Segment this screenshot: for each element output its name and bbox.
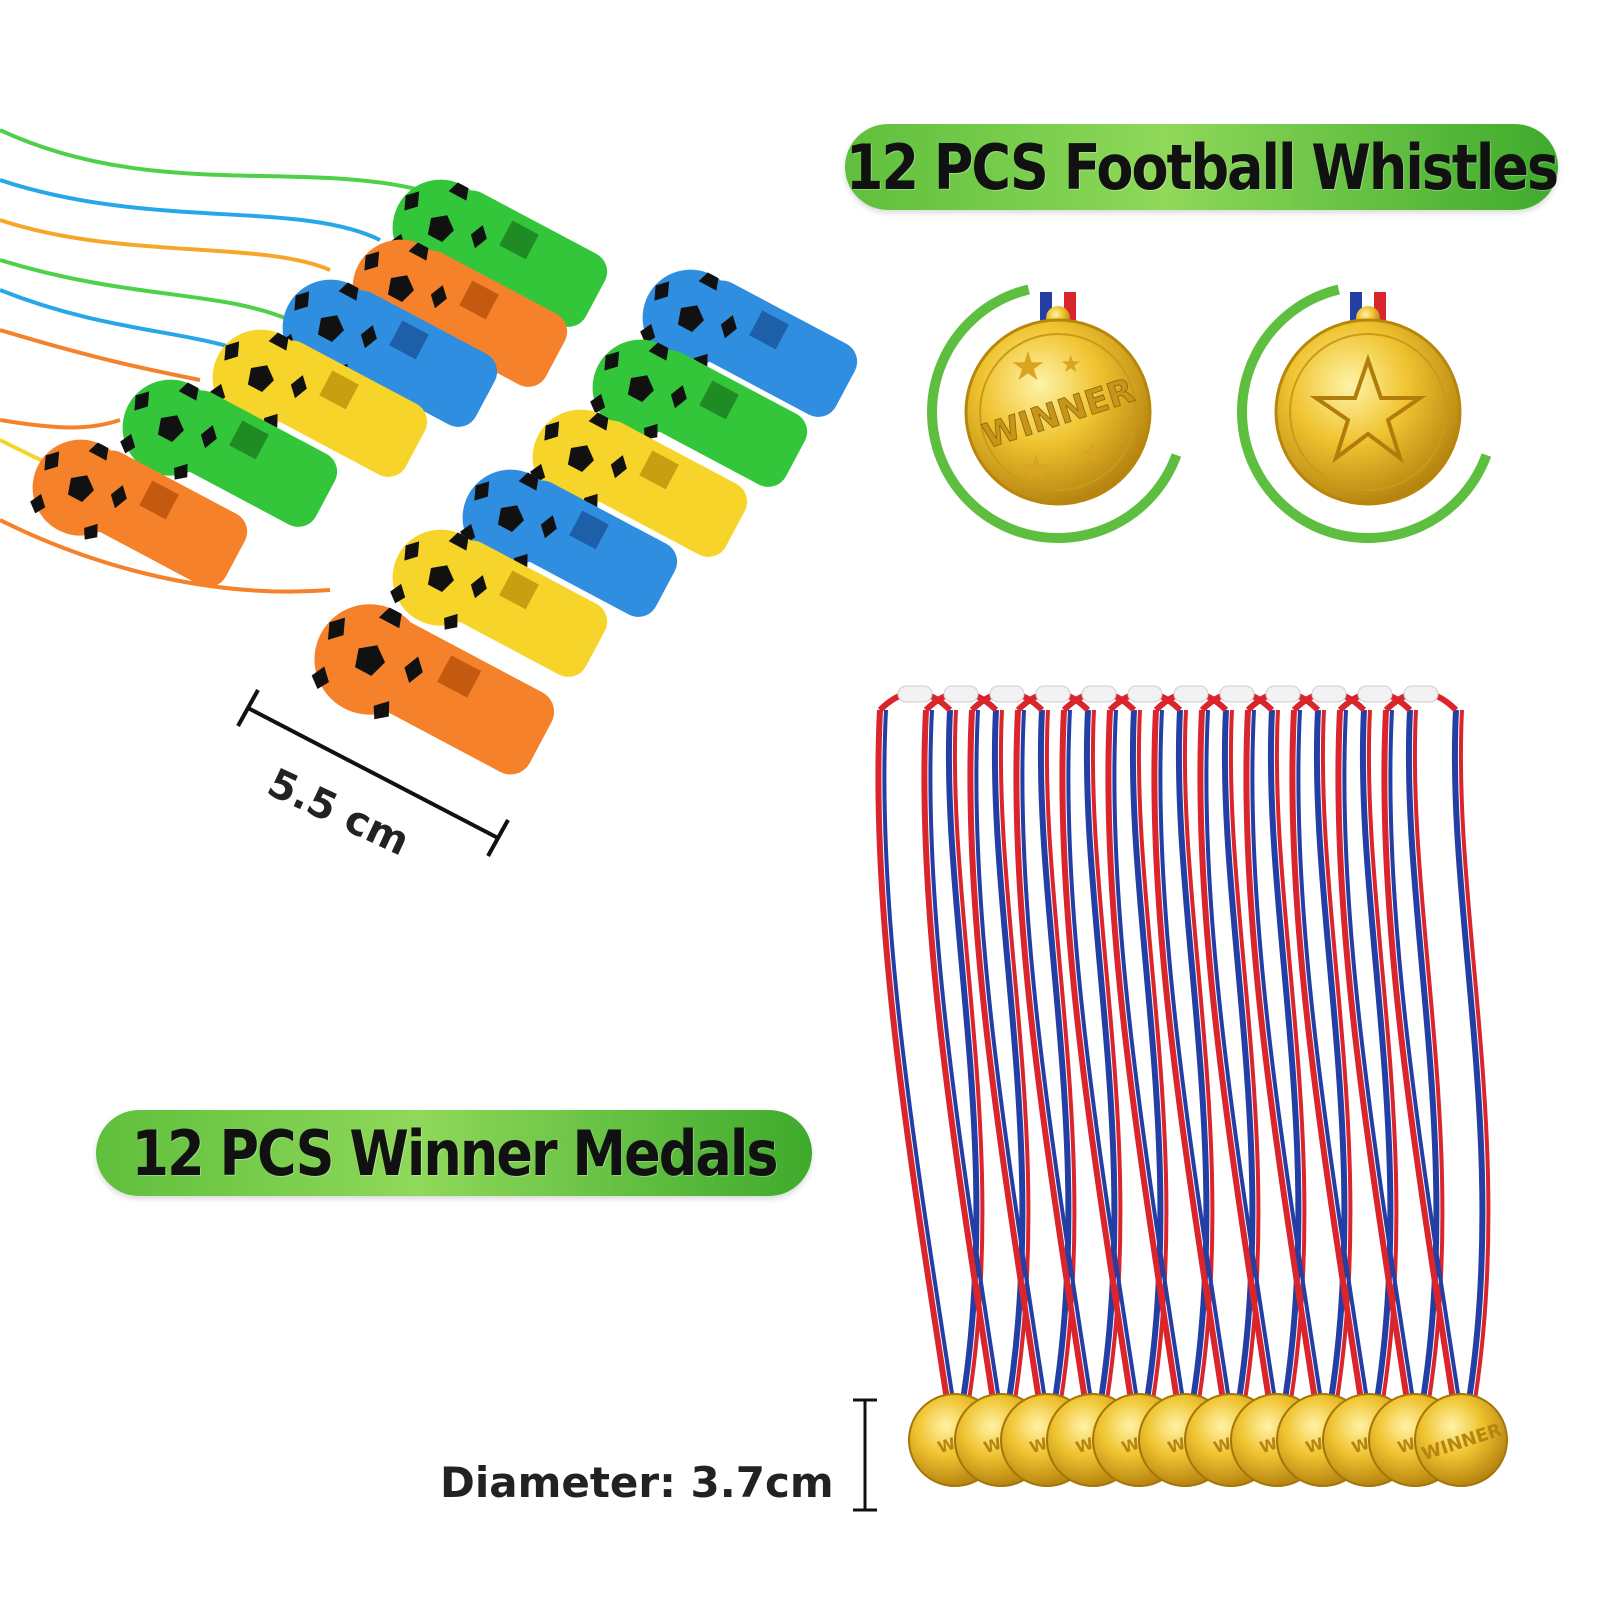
ribbon-clip bbox=[1219, 685, 1255, 703]
svg-text:★: ★ bbox=[1060, 350, 1082, 378]
ribbon-strand bbox=[1066, 709, 1139, 1401]
ribbon-strand bbox=[1274, 709, 1307, 1401]
ribbon-strand bbox=[1059, 709, 1134, 1401]
ribbon-strand bbox=[967, 709, 1042, 1401]
whistle-yellow-right bbox=[515, 392, 748, 557]
whistle-green-right bbox=[575, 322, 808, 487]
ribbon-strand bbox=[1412, 709, 1445, 1401]
ribbon-strand bbox=[1388, 709, 1461, 1401]
whistle-blue-mid bbox=[265, 262, 498, 427]
ribbon-strand bbox=[1136, 709, 1169, 1401]
ribbon-strand bbox=[1182, 709, 1215, 1401]
whistles-title: 12 PCS Football Whistles bbox=[845, 130, 1559, 204]
ribbon-strand bbox=[1228, 709, 1261, 1401]
ribbon-strand bbox=[1090, 709, 1123, 1401]
svg-text:★: ★ bbox=[1020, 448, 1052, 489]
whistle-group bbox=[15, 162, 858, 775]
ribbon-strand bbox=[1451, 709, 1486, 1401]
whistle-green-left bbox=[105, 362, 338, 527]
whistle-yellow-mid bbox=[195, 312, 428, 477]
whistle-green-back bbox=[375, 162, 608, 327]
ribbon-strand bbox=[1013, 709, 1088, 1401]
medals-title: 12 PCS Winner Medals bbox=[131, 1116, 779, 1190]
ribbon-strand bbox=[921, 709, 996, 1401]
ribbon-clip bbox=[1173, 685, 1209, 703]
ribbon-strand bbox=[1320, 709, 1353, 1401]
ribbon-strand bbox=[1204, 709, 1277, 1401]
ribbon-strand bbox=[1381, 709, 1456, 1401]
ribbon-clip bbox=[1035, 685, 1071, 703]
ribbon-strand bbox=[1289, 709, 1364, 1401]
whistles-title-banner: 12 PCS Football Whistles bbox=[845, 124, 1559, 210]
ribbon-strand bbox=[974, 709, 1047, 1401]
ribbon-strand bbox=[928, 709, 1001, 1401]
medal-diameter-label: Diameter: 3.7cm bbox=[440, 1458, 834, 1507]
ribbon-clip bbox=[1311, 685, 1347, 703]
ribbon-strand bbox=[1335, 709, 1410, 1401]
whistle-orange-front bbox=[295, 584, 555, 775]
ribbon-clip bbox=[989, 685, 1025, 703]
svg-text:★: ★ bbox=[1080, 439, 1103, 469]
ribbon-strand bbox=[875, 709, 950, 1401]
ribbon-strand bbox=[1296, 709, 1369, 1401]
ribbon-strand bbox=[1405, 709, 1440, 1401]
hanging-medal: WIN bbox=[875, 685, 1002, 1487]
whistle-blue-front bbox=[445, 452, 678, 617]
ribbon-clip bbox=[943, 685, 979, 703]
medal-front-closeup: WINNER ★ ★ ★ ★ bbox=[927, 281, 1189, 543]
star-icon bbox=[1309, 353, 1427, 464]
ribbon-strand bbox=[1020, 709, 1093, 1401]
ribbon-clip bbox=[1127, 685, 1163, 703]
medal-disc bbox=[1414, 1393, 1508, 1487]
whistle-orange-left bbox=[15, 422, 248, 587]
ribbon-strand bbox=[1158, 709, 1231, 1401]
ribbon-strand bbox=[1044, 709, 1077, 1401]
medals-title-banner: 12 PCS Winner Medals bbox=[96, 1110, 812, 1196]
medal-back-closeup bbox=[1237, 281, 1499, 543]
whistle-yellow-front bbox=[375, 512, 608, 677]
ribbon-strand bbox=[1250, 709, 1323, 1401]
whistle-orange-back bbox=[335, 222, 568, 387]
ribbon-clip bbox=[1265, 685, 1301, 703]
medal-dimension-line bbox=[853, 1398, 877, 1512]
ribbon-clip bbox=[1403, 685, 1439, 703]
whistle-dimension-line bbox=[236, 689, 510, 857]
svg-text:★: ★ bbox=[1010, 344, 1046, 390]
hanging-medal: WINNER bbox=[1381, 685, 1508, 1487]
ribbon-clip bbox=[1357, 685, 1393, 703]
ribbon-strand bbox=[1342, 709, 1415, 1401]
ribbon-strand bbox=[952, 709, 985, 1401]
ribbon-strand bbox=[882, 709, 955, 1401]
ribbon-strand bbox=[1151, 709, 1226, 1401]
ribbon-strand bbox=[1105, 709, 1180, 1401]
ribbon-strand bbox=[1197, 709, 1272, 1401]
ribbon-strand bbox=[1366, 709, 1399, 1401]
ribbon-strand bbox=[1458, 709, 1491, 1401]
ribbon-clip bbox=[897, 685, 933, 703]
ribbon-strand bbox=[1112, 709, 1185, 1401]
ribbon-strand bbox=[998, 709, 1031, 1401]
ribbon-clip bbox=[1081, 685, 1117, 703]
hanging-medals: WINWINWINWINWINWINWINWINWINWINWINWINNER bbox=[875, 685, 1508, 1487]
whistle-blue-right bbox=[625, 252, 858, 417]
ribbon-strand bbox=[1243, 709, 1318, 1401]
